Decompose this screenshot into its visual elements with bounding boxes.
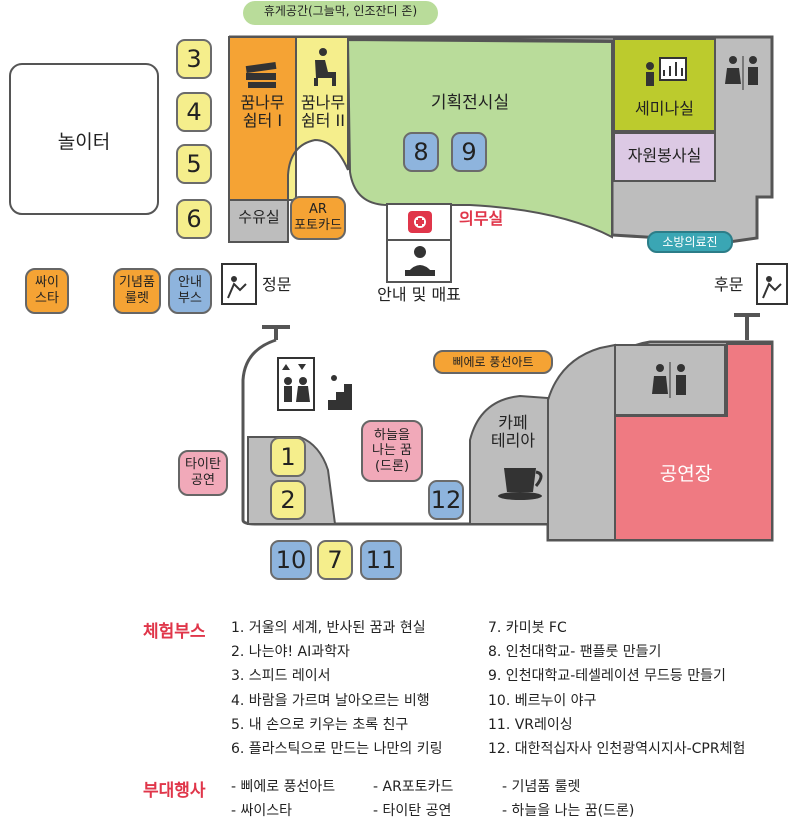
volunteer-room-area — [613, 132, 716, 182]
playground-label: 놀이터 — [57, 131, 111, 153]
coffee-cup-icon — [498, 468, 543, 500]
experience-booth-title: 체험부스 — [143, 622, 206, 642]
gate-marker-right — [734, 313, 760, 340]
booth-9[interactable]: 9 — [451, 132, 487, 172]
back-gate-label: 후문 — [714, 275, 744, 294]
booth-10[interactable]: 10 — [270, 540, 312, 580]
rest-area-pill — [243, 1, 438, 25]
fire-medical-badge: 소방의료진 — [647, 231, 733, 253]
books-icon — [245, 61, 277, 88]
performance-hall-label: 공연장 — [659, 463, 713, 485]
experience-item-1: 1. 거울의 세계, 반사된 꿈과 현실 — [231, 620, 426, 636]
booth-5[interactable]: 5 — [176, 144, 212, 184]
main-gate-exit-icon — [221, 263, 257, 305]
medical-room-label: 의무실 — [459, 209, 504, 228]
rest-area-label: 휴게공간(그늘막, 인조잔디 존) — [263, 4, 418, 18]
playground-area — [9, 63, 159, 215]
booth-7[interactable]: 7 — [317, 540, 353, 580]
event-item-5: - 타이탄 공연 — [373, 803, 452, 819]
experience-item-5: 5. 내 손으로 키우는 초록 친구 — [231, 717, 409, 733]
seminar-label: 세미나실 — [635, 99, 694, 118]
restroom-icon-lower — [652, 362, 686, 398]
booth-2[interactable]: 2 — [270, 480, 306, 520]
experience-item-4: 4. 바람을 가르며 날아오르는 비행 — [231, 693, 430, 709]
booth-1[interactable]: 1 — [270, 437, 306, 477]
booth-11[interactable]: 11 — [360, 540, 402, 580]
main-gate-label: 정문 — [262, 275, 292, 294]
info-store-label: 안내 및 매표 — [377, 285, 461, 304]
event-item-6: - 하늘을 나는 꿈(드론) — [502, 803, 635, 819]
experience-item-11: 11. VR레이싱 — [488, 717, 573, 733]
experience-item-12: 12. 대한적십자사 인천광역시지사-CPR체험 — [488, 741, 746, 757]
experience-item-3: 3. 스피드 레이서 — [231, 668, 331, 684]
gate-marker-left — [262, 325, 290, 340]
event-item-1: - 삐에로 풍선아트 — [231, 779, 336, 795]
experience-item-8: 8. 인천대학교- 팬플룻 만들기 — [488, 644, 662, 660]
volunteer-label: 자원봉사실 — [627, 146, 702, 165]
elevator-icon — [277, 357, 315, 411]
booth-12[interactable]: 12 — [428, 480, 464, 520]
back-gate-exit-icon — [756, 263, 788, 305]
nursing-room-area — [228, 199, 289, 243]
event-item-3: - 기념품 룰렛 — [502, 779, 581, 795]
experience-item-9: 9. 인천대학교-테셀레이션 무드등 만들기 — [488, 668, 726, 684]
booth-6[interactable]: 6 — [176, 199, 212, 239]
restroom-icon-top — [725, 56, 758, 90]
event-item-4: - 싸이스타 — [231, 803, 293, 819]
nursing-room-label: 수유실 — [238, 208, 280, 226]
experience-item-6: 6. 플라스틱으로 만드는 나만의 키링 — [231, 741, 443, 757]
event-item-2: - AR포토카드 — [373, 779, 454, 795]
booth-3[interactable]: 3 — [176, 39, 212, 79]
info-clerk-icon — [405, 246, 435, 276]
events-title: 부대행사 — [143, 781, 206, 801]
balloon-art-booth[interactable]: 삐에로 풍선아트 — [433, 350, 553, 374]
seminar-room-area — [613, 38, 716, 132]
chair-icon — [314, 48, 336, 86]
booth-4[interactable]: 4 — [176, 92, 212, 132]
experience-item-7: 7. 카미봇 FC — [488, 620, 567, 636]
exhibition-label: 기획전시실 — [430, 93, 510, 113]
booth-8[interactable]: 8 — [403, 132, 439, 172]
experience-item-2: 2. 나는야! AI과학자 — [231, 644, 350, 660]
presenter-icon — [646, 57, 687, 86]
experience-item-10: 10. 베르누이 야구 — [488, 693, 597, 709]
stairs-icon — [328, 375, 352, 410]
